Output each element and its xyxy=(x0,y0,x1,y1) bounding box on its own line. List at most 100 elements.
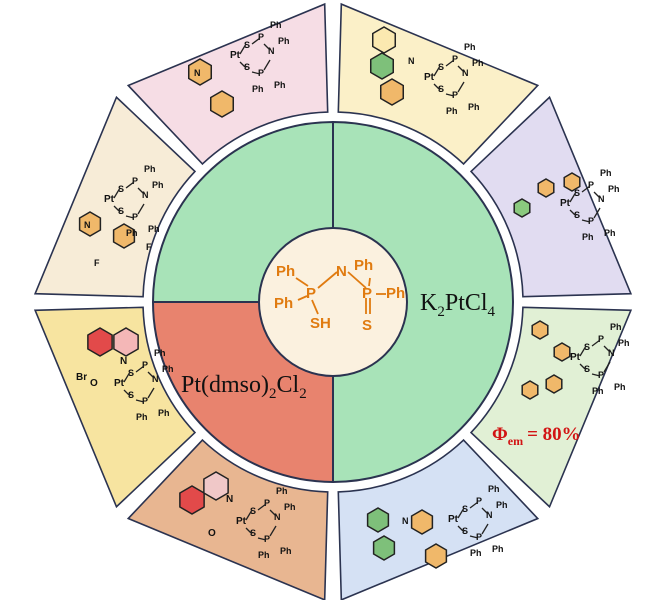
bl-bond-2 xyxy=(257,503,267,511)
tl-ph4-label: Ph xyxy=(274,80,286,90)
br-p2-label: P xyxy=(476,532,482,542)
tl-pt-label: Pt xyxy=(230,50,241,61)
ll-o-label: O xyxy=(90,378,98,389)
rl-p-label: P xyxy=(598,334,604,344)
ru-bond-6 xyxy=(593,207,601,219)
ru-bond-4 xyxy=(569,209,577,217)
bl-ring-2 xyxy=(203,471,229,501)
ru-bond-2 xyxy=(581,185,591,193)
tl-bond-6 xyxy=(263,59,271,71)
ru-s2-label: S xyxy=(574,210,580,220)
lu-bond-1 xyxy=(113,187,121,199)
ligand-center-circle xyxy=(258,227,408,377)
br-bond-2 xyxy=(469,501,479,509)
tr-ph4-label: Ph xyxy=(468,102,480,112)
tr-ring-1 xyxy=(371,26,397,54)
ll-bond-6 xyxy=(147,387,155,399)
ll-p-label: P xyxy=(142,360,148,370)
lu-p-label: P xyxy=(132,176,138,186)
ru-ring-2 xyxy=(537,178,555,198)
ll-ring-1 xyxy=(87,327,113,357)
tl-s-label: S xyxy=(244,40,250,50)
tr-ring-2 xyxy=(369,52,395,80)
tr-p2-label: P xyxy=(452,90,458,100)
rl-s-label: S xyxy=(584,342,590,352)
ru-n-label: N xyxy=(598,194,605,204)
k2ptcl4-label: K2PtCl4 xyxy=(420,290,496,320)
thiophosphinic-ligand-structure: Ph N Ph Ph P P Ph Ph SH S xyxy=(274,257,405,334)
segment-right-lower xyxy=(469,306,633,509)
rl-bond-4 xyxy=(579,363,587,371)
tl-ring-1 xyxy=(187,58,213,86)
rl-ring-1 xyxy=(531,320,549,340)
bl-ph1-label: Ph xyxy=(276,486,288,496)
br-n-label: N xyxy=(402,516,409,526)
ll-p2-label: P xyxy=(142,396,148,406)
bl-bond-6 xyxy=(269,525,277,537)
segment-left-lower xyxy=(33,306,197,509)
tr-s-label: S xyxy=(438,62,444,72)
tl-ph2-label: Ph xyxy=(278,36,290,46)
rl-bond-2 xyxy=(591,339,601,347)
rl-bond-5 xyxy=(591,373,601,377)
ru-bond-1 xyxy=(569,191,577,203)
rl-p2-label: P xyxy=(598,370,604,380)
lu-s-label: S xyxy=(118,184,124,194)
br-ph3-label: Ph xyxy=(470,548,482,558)
bl-s-label: S xyxy=(250,506,256,516)
ligand-label-p-1: P xyxy=(306,285,316,302)
bl-bond-4 xyxy=(245,527,253,535)
ru-bond-3 xyxy=(593,191,601,199)
br-bond-4 xyxy=(457,525,465,533)
tr-ph2-label: Ph xyxy=(472,58,484,68)
br-ph2-label: Ph xyxy=(496,500,508,510)
lu-ph3-label: Ph xyxy=(126,228,138,238)
ru-bond-5 xyxy=(581,219,591,223)
tl-bond-2 xyxy=(251,37,261,45)
br-bond-5 xyxy=(469,535,479,539)
pt-dmso-label: Pt(dmso)2Cl2 xyxy=(181,372,307,402)
bl-n-label: N xyxy=(226,494,233,505)
rl-n-label: N xyxy=(608,348,615,358)
ll-n-label: N xyxy=(120,356,127,367)
rl-bond-1 xyxy=(579,345,587,357)
ru-pt-label: Pt xyxy=(560,198,571,209)
br-n-label: N xyxy=(486,510,493,520)
br-bond-6 xyxy=(481,523,489,535)
segment-right-upper xyxy=(469,95,633,298)
br-s-label: S xyxy=(462,504,468,514)
lu-bond-6 xyxy=(137,203,145,215)
bl-p-label: P xyxy=(264,498,270,508)
br-ring-4 xyxy=(424,543,448,569)
ligand-label-ph-2: Ph xyxy=(354,257,373,274)
lu-bond-3 xyxy=(137,187,145,195)
ll-bond-1 xyxy=(123,371,131,383)
tl-ring-2 xyxy=(209,90,235,118)
ru-ph2-label: Ph xyxy=(608,184,620,194)
ll-ph4-label: Ph xyxy=(158,408,170,418)
lu-s2-label: S xyxy=(118,206,124,216)
ll-s2-label: S xyxy=(128,390,134,400)
ll-ph3-label: Ph xyxy=(136,412,148,422)
rl-ph2-label: Ph xyxy=(618,338,630,348)
bl-s2-label: S xyxy=(250,528,256,538)
rl-ring-4 xyxy=(545,374,563,394)
ru-ring-3 xyxy=(563,172,581,192)
lu-bond-2 xyxy=(125,181,135,189)
br-ph4-label: Ph xyxy=(492,544,504,554)
tr-p-label: P xyxy=(452,54,458,64)
lu-pt-label: Pt xyxy=(104,194,115,205)
tr-bond-1 xyxy=(433,65,441,77)
ligand-label-ph-3: Ph xyxy=(274,295,293,312)
lu-ring-2 xyxy=(112,223,136,249)
lu-ph2-label: Ph xyxy=(152,180,164,190)
bl-bond-5 xyxy=(257,537,267,541)
br-ring-1 xyxy=(366,507,390,533)
segment-bottom-left xyxy=(126,438,329,602)
rl-ph4-label: Ph xyxy=(614,382,626,392)
lu-ph1-label: Ph xyxy=(144,164,156,174)
rl-pt-label: Pt xyxy=(570,352,581,363)
rl-ring-2 xyxy=(553,342,571,362)
